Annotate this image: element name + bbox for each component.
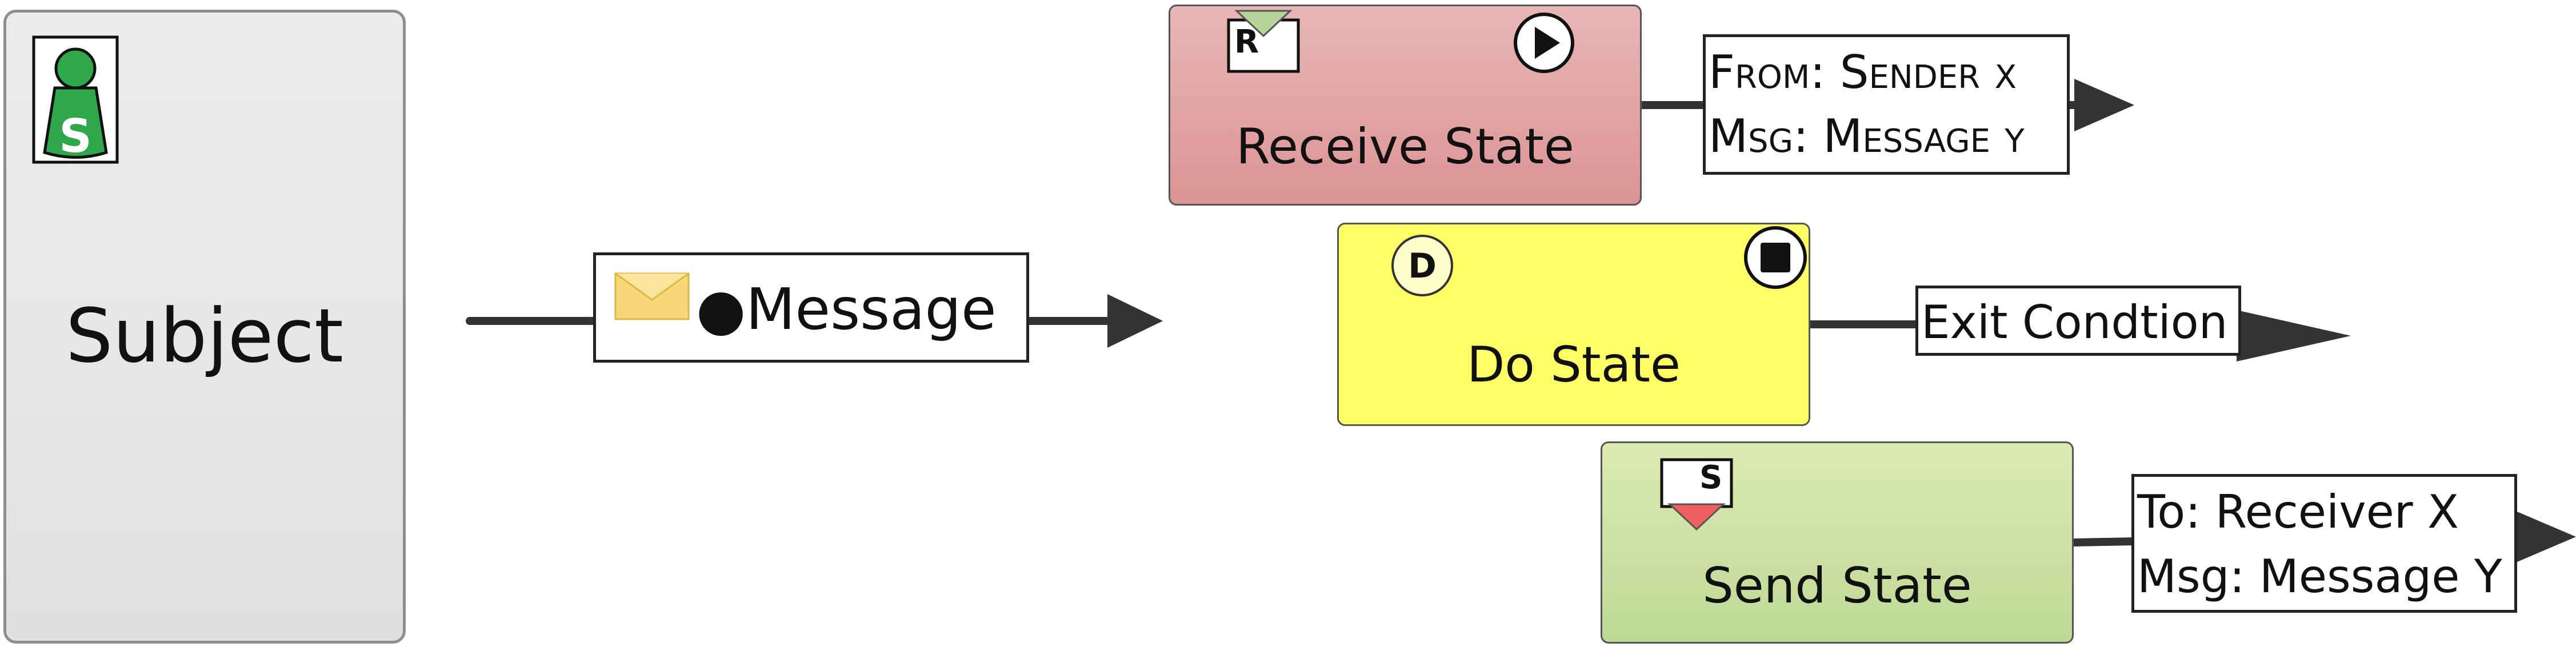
end-stop-icon	[1744, 226, 1807, 289]
send-edge-arrowhead	[2513, 510, 2576, 564]
exit-transition-box[interactable]: Exit Condtion	[1915, 286, 2241, 356]
receive-state-label: Receive State	[1236, 118, 1574, 175]
subject-box[interactable]: S Subject	[3, 10, 406, 644]
do-marker-icon	[1391, 235, 1453, 296]
exit-condition-text: Exit Condtion	[1921, 296, 2228, 349]
subject-icon-letter: S	[59, 110, 92, 163]
message-edge-arrowhead	[1107, 294, 1163, 348]
receive-from-text: From: Sender x	[1709, 46, 2017, 99]
message-text: Message	[746, 276, 997, 343]
receive-marker-letter: R	[1234, 23, 1259, 61]
start-play-icon	[1514, 13, 1574, 73]
receive-marker-icon	[1227, 10, 1300, 73]
send-state-label: Send State	[1702, 557, 1972, 614]
subject-pawn-icon	[32, 35, 119, 164]
subject-label: Subject	[66, 292, 343, 379]
send-marker-letter: S	[1699, 459, 1723, 496]
send-msg-text: Msg: Message Y	[2137, 550, 2502, 603]
do-state[interactable]: D Do State	[1337, 223, 1810, 426]
send-edge-line-left	[2070, 537, 2137, 546]
message-label-box[interactable]: ●Message	[593, 252, 1029, 363]
envelope-icon	[614, 272, 690, 320]
receive-state[interactable]: R Receive State	[1169, 5, 1642, 206]
receive-transition-box[interactable]: From: Sender x Msg: Message y	[1703, 34, 2070, 175]
message-label: ●Message	[696, 276, 997, 343]
send-transition-box[interactable]: To: Receiver X Msg: Message Y	[2131, 474, 2517, 613]
receive-edge-arrowhead	[2074, 79, 2134, 131]
do-state-label: Do State	[1467, 336, 1681, 393]
send-marker-icon	[1660, 458, 1733, 531]
exit-edge-arrowhead	[2237, 310, 2351, 361]
send-state[interactable]: S Send State	[1601, 441, 2074, 644]
message-bullet: ●	[696, 276, 746, 343]
receive-msg-text: Msg: Message y	[1709, 110, 2025, 163]
do-marker-letter: D	[1408, 246, 1437, 286]
send-to-text: To: Receiver X	[2137, 485, 2459, 539]
